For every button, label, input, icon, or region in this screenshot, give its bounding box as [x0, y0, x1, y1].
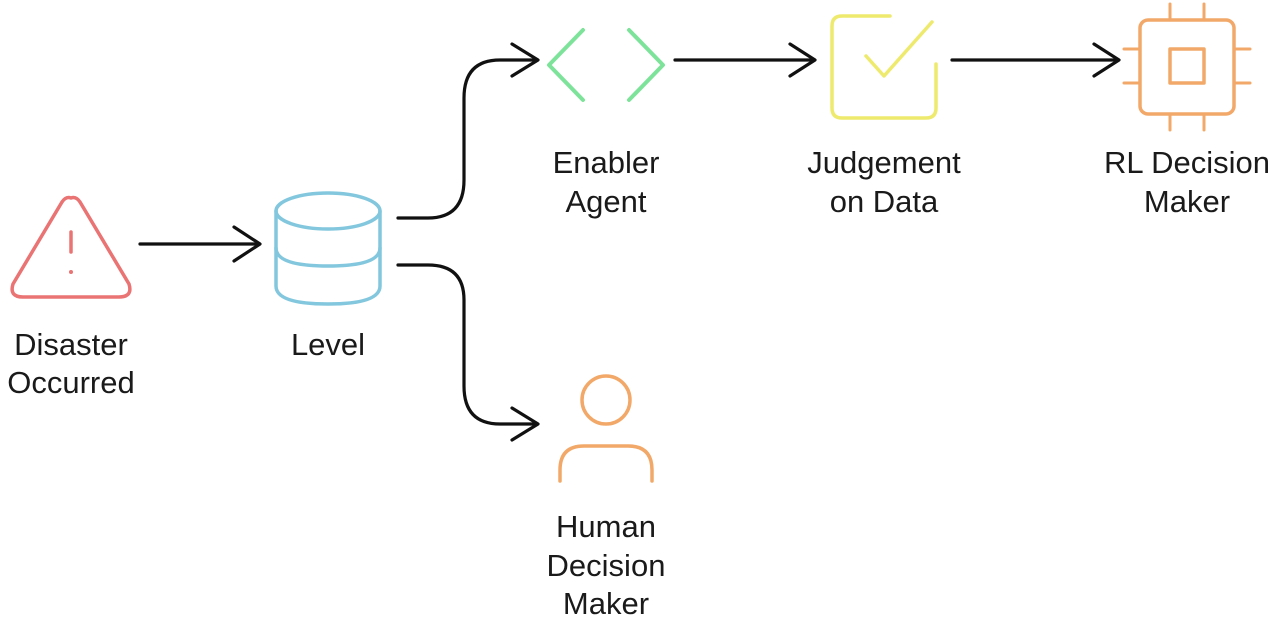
- edge-judgement-to-rl: [950, 42, 1121, 78]
- edge-disaster-to-level: [138, 225, 262, 263]
- level-label: Level: [291, 327, 365, 362]
- node-judgement-on-data: Judgement on Data: [807, 14, 961, 219]
- database-icon: [274, 191, 382, 306]
- node-level: Level: [274, 191, 382, 362]
- cpu-chip-icon: [1122, 2, 1252, 132]
- code-brackets-icon: [547, 28, 665, 102]
- person-icon: [558, 374, 654, 483]
- checkbox-icon: [830, 14, 938, 120]
- disaster-label-line1: Disaster: [14, 327, 128, 362]
- human-label-line1: Human: [556, 509, 656, 544]
- rl-label-line1: RL Decision: [1104, 145, 1270, 180]
- human-label-line3: Maker: [563, 586, 649, 618]
- human-label-line2: Decision: [547, 548, 666, 583]
- node-human-decision-maker: Human Decision Maker: [547, 374, 666, 618]
- rl-label-line2: Maker: [1144, 184, 1230, 219]
- judgement-label-line1: Judgement: [807, 145, 961, 180]
- warning-triangle-icon: [10, 195, 132, 299]
- edge-level-to-enabler: [396, 42, 540, 220]
- judgement-label-line2: on Data: [830, 184, 939, 219]
- enabler-label-line2: Agent: [565, 184, 646, 219]
- edge-enabler-to-judgement: [673, 42, 817, 78]
- enabler-label-line1: Enabler: [553, 145, 660, 180]
- node-rl-decision-maker: RL Decision Maker: [1104, 2, 1270, 219]
- node-enabler-agent: Enabler Agent: [547, 28, 665, 219]
- node-disaster-occurred: Disaster Occurred: [7, 195, 135, 400]
- edge-level-to-human: [396, 263, 540, 442]
- edges: [138, 42, 1121, 442]
- disaster-label-line2: Occurred: [7, 365, 134, 400]
